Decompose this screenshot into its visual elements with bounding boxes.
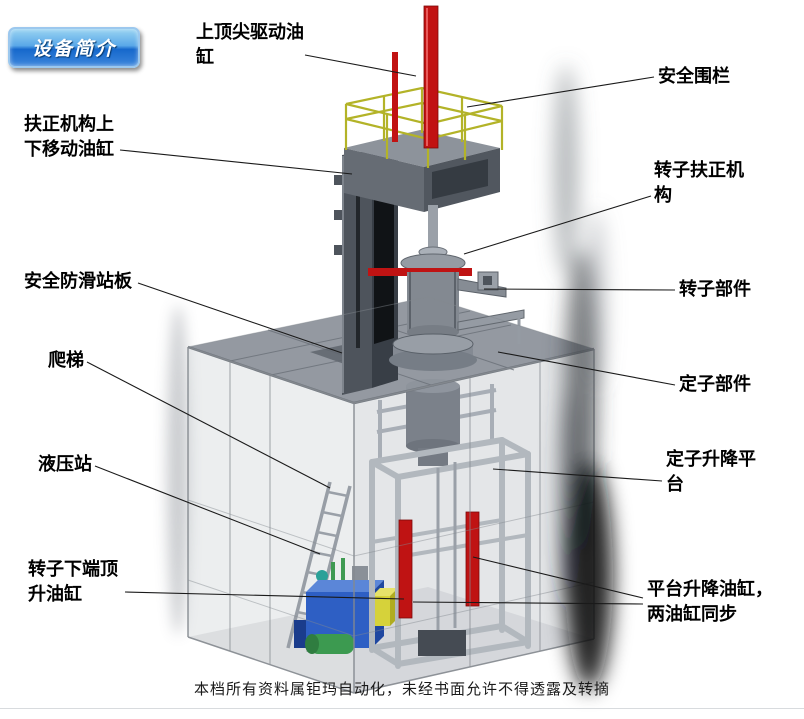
label-rotor-centering-mechanism: 转子扶正机构 bbox=[654, 160, 744, 205]
label-safety-fence: 安全围栏 bbox=[658, 66, 730, 86]
label-anti-slip-platform: 安全防滑站板 bbox=[24, 271, 132, 291]
bottom-divider bbox=[0, 708, 804, 709]
copyright-text: 本档所有资料属钜玛自动化，未经书面允许不得透露及转摘 bbox=[193, 682, 610, 698]
platform-lift-cylinder-left bbox=[398, 519, 413, 619]
label-centering-lift-cylinder: 扶正机构上下移动油缸 bbox=[24, 114, 114, 159]
leader-ladder bbox=[86, 361, 331, 489]
leader-anti-slip-platform bbox=[137, 282, 343, 354]
label-hydraulic-station: 液压站 bbox=[38, 454, 92, 474]
leader-stator-lift-platform bbox=[492, 468, 663, 482]
left-soft-shadow bbox=[167, 305, 189, 635]
leader-safety-fence bbox=[466, 76, 655, 108]
leader-lines bbox=[86, 54, 676, 605]
label-stator-component: 定子部件 bbox=[679, 374, 751, 394]
label-top-spindle-cylinder: 上顶尖驱动油缸 bbox=[196, 22, 304, 67]
label-rotor-component: 转子部件 bbox=[679, 279, 751, 299]
stator-lift-frame bbox=[369, 437, 531, 669]
leader-platform-lift-a bbox=[472, 556, 644, 599]
leader-stator-component bbox=[497, 351, 676, 386]
inner-equipment bbox=[286, 379, 531, 669]
enclosure-faces bbox=[188, 347, 594, 693]
leader-platform-lift-b bbox=[412, 601, 644, 605]
top-drive-cylinder bbox=[392, 5, 439, 149]
leader-centering-lift-cylinder bbox=[119, 149, 353, 175]
press-column bbox=[334, 143, 398, 395]
head-box bbox=[344, 130, 500, 212]
label-rotor-bottom-jack-cylinder: 转子下端顶升油缸 bbox=[28, 559, 118, 604]
platform-lift-cylinder-right bbox=[465, 511, 480, 607]
leader-top-spindle-cylinder bbox=[304, 54, 417, 77]
title-badge: 设备简介 bbox=[8, 27, 140, 68]
base-motor bbox=[418, 630, 466, 656]
leader-rotor-centering bbox=[463, 195, 652, 255]
rotor-assembly bbox=[368, 205, 525, 371]
guide-rods bbox=[436, 462, 457, 636]
hydraulic-station-box bbox=[294, 580, 398, 654]
label-ladder: 爬梯 bbox=[48, 350, 84, 370]
label-stator-lift-platform: 定子升降平台 bbox=[666, 449, 756, 494]
leader-hydraulic-station bbox=[94, 465, 321, 555]
title-badge-label: 设备简介 bbox=[31, 39, 116, 60]
leader-rotor-bottom-jack bbox=[124, 591, 405, 600]
label-platform-lift-cylinders: 平台升降油缸，两油缸同步 bbox=[647, 579, 773, 624]
leader-rotor-component bbox=[483, 288, 676, 291]
